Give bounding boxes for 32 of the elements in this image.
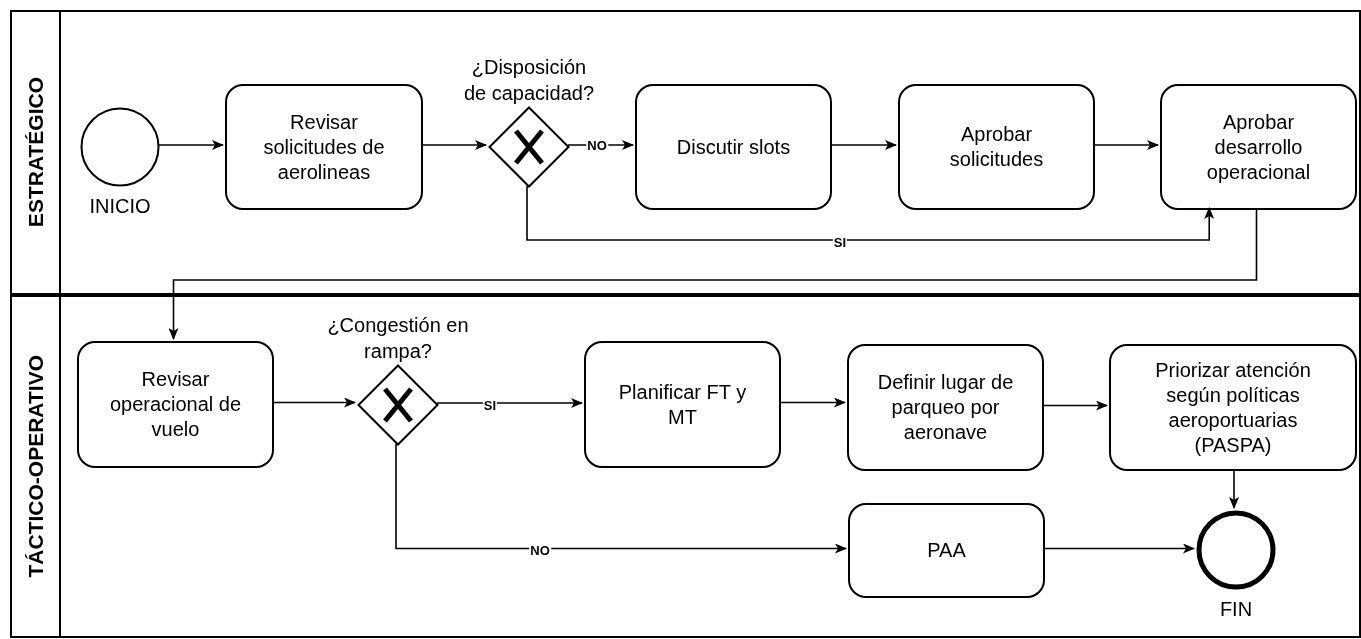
arrow: [1092, 140, 1159, 150]
arrow: [168, 207, 1258, 340]
arrow: [829, 140, 897, 150]
arrow: [271, 397, 356, 408]
task-box: Revisar operacional de vuelo: [77, 341, 274, 468]
edge-label: SI: [482, 398, 498, 412]
arrow: [1229, 468, 1239, 509]
task-box: Aprobar desarrollo operacional: [1160, 84, 1357, 210]
arrow: [436, 398, 583, 408]
edge-label: NO: [529, 543, 551, 557]
swimlane: [10, 295, 1361, 638]
arrow: [395, 443, 847, 554]
task-box: Discutir slots: [635, 84, 832, 210]
edge-label: NO: [586, 138, 608, 152]
task-box: Definir lugar de parqueo por aeronave: [847, 344, 1044, 471]
task-box: Aprobar solicitudes: [898, 84, 1095, 210]
arrow: [526, 185, 1215, 241]
arrow: [1042, 543, 1195, 554]
swimlane: [10, 10, 1361, 295]
arrow: [157, 140, 224, 150]
task-box: Priorizar atención según políticas aeroportuarias (PASPA): [1109, 344, 1357, 471]
event-label: FIN: [1219, 597, 1253, 622]
task-box: PAA: [848, 503, 1045, 598]
task-box: Planificar FT y MT: [584, 341, 781, 468]
event-label: INICIO: [89, 194, 151, 219]
task-box: Revisar solicitudes de aerolineas: [225, 84, 423, 210]
arrow: [1041, 400, 1108, 411]
edge-label: SI: [832, 235, 848, 249]
arrow: [778, 397, 846, 408]
lane-header: ESTRATÉGICO: [12, 12, 61, 293]
lane-header: TÁCTICO-OPERATIVO: [12, 297, 61, 636]
arrow: [420, 140, 487, 150]
